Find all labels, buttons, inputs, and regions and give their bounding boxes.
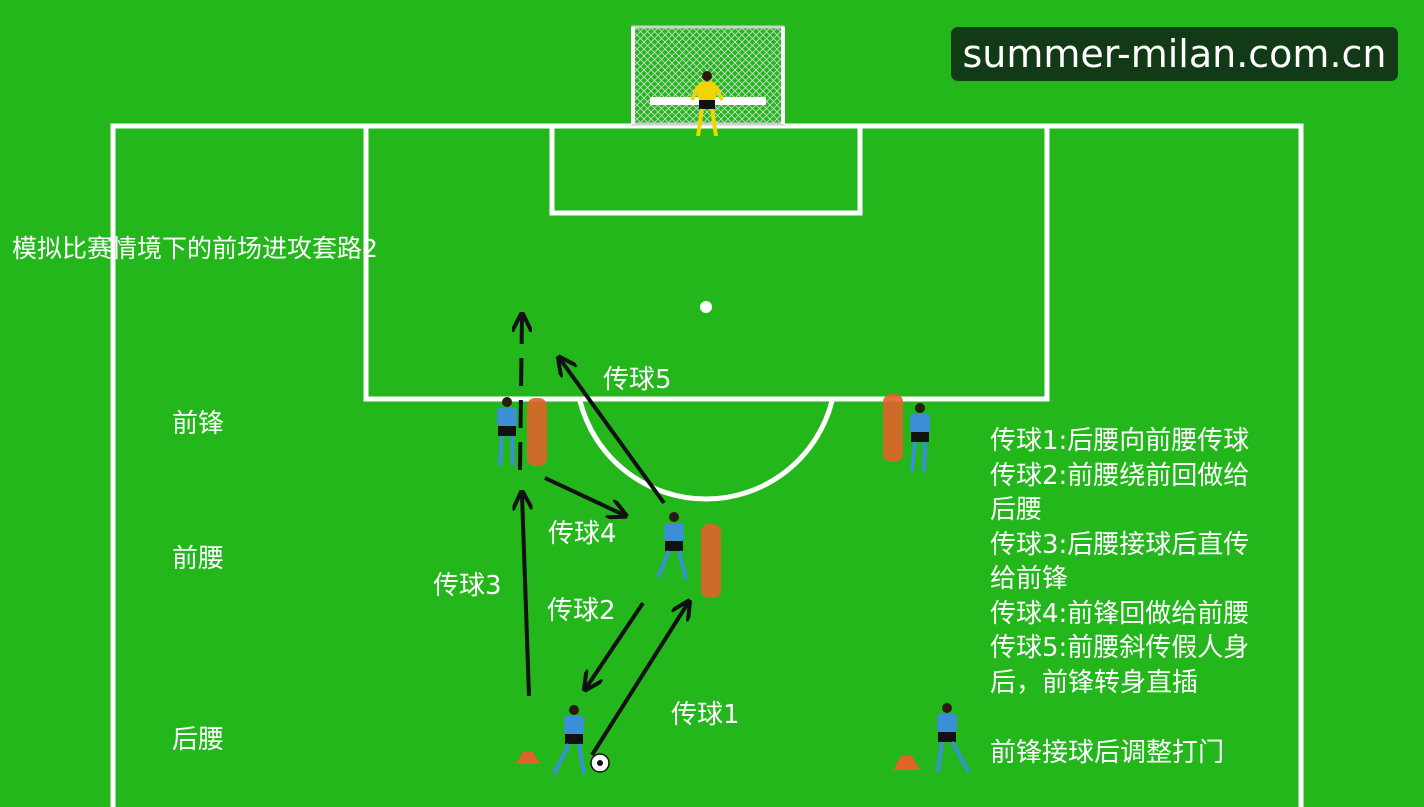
drill-title: 模拟比赛情境下的前场进攻套路2	[12, 234, 378, 263]
note-line: 后腰	[990, 495, 1043, 525]
role-label-defensive-mid: 后腰	[172, 725, 225, 755]
watermark: summer-milan.com.cn	[951, 27, 1398, 81]
goal-area	[549, 123, 863, 216]
pass-label-3: 传球3	[433, 571, 502, 601]
pass-label-4: 传球4	[548, 519, 617, 549]
pass-3-arrow	[522, 494, 529, 697]
note-line: 传球5:前腰斜传假人身	[990, 633, 1250, 663]
penalty-box	[363, 123, 1050, 402]
pass-1-arrow	[590, 603, 688, 757]
pass-label-1: 传球1	[671, 700, 740, 730]
penalty-arc	[577, 400, 835, 502]
role-label-forward: 前锋	[172, 409, 225, 439]
pass-2-arrow	[586, 601, 645, 688]
cone-icon	[516, 752, 920, 770]
player-icon	[936, 703, 971, 773]
player-icon	[552, 705, 586, 775]
player-icon	[910, 403, 930, 473]
pass-label-2: 传球2	[547, 596, 616, 626]
finish-note: 前锋接球后调整打门	[990, 738, 1225, 768]
ball-icon	[590, 753, 610, 773]
role-label-attacking-mid: 前腰	[172, 544, 225, 574]
player-icon	[656, 512, 688, 580]
goalkeeper-icon	[690, 71, 724, 137]
note-line: 传球3:后腰接球后直传	[990, 529, 1250, 560]
note-line: 后，前锋转身直插	[990, 667, 1199, 698]
pass-4-arrow	[544, 476, 624, 515]
pass-label-5: 传球5	[603, 365, 672, 395]
mannequin-icon	[527, 394, 903, 598]
note-line: 传球1:后腰向前腰传球	[990, 426, 1250, 456]
note-line: 给前锋	[990, 564, 1069, 594]
run-arrow	[520, 316, 522, 471]
pass-arrows	[520, 316, 688, 757]
pass-5-arrow	[560, 359, 666, 505]
note-line: 传球2:前腰绕前回做给	[990, 460, 1250, 491]
note-line: 传球4:前锋回做给前腰	[990, 598, 1250, 629]
player-icon	[497, 397, 517, 467]
drill-notes: 传球1:后腰向前腰传球 传球2:前腰绕前回做给 后腰 传球3:后腰接球后直传 给…	[990, 424, 1300, 700]
penalty-spot	[700, 301, 712, 313]
pitch-lines	[110, 123, 1304, 807]
